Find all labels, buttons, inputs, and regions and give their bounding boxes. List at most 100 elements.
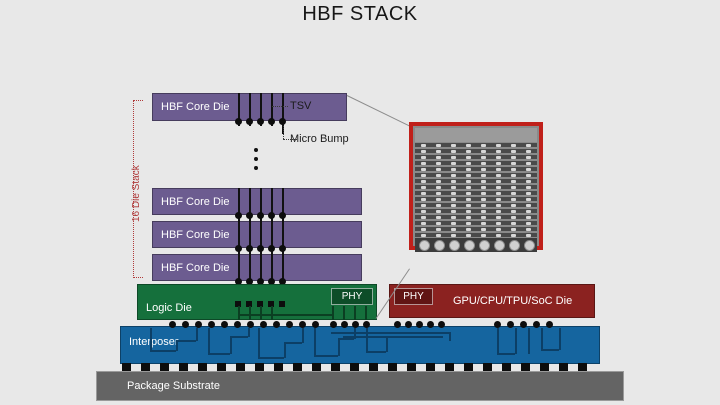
inset-micro-bump	[481, 156, 486, 159]
interposer-trace	[449, 332, 451, 341]
c4-bump	[502, 363, 511, 371]
hbf-core-die-2[interactable]: HBF Core Die	[152, 188, 362, 215]
c4-bump	[578, 363, 587, 371]
inset-die-layer	[415, 173, 537, 177]
c4-bump	[236, 363, 245, 371]
inset-micro-bump	[526, 204, 531, 207]
c4-bump	[483, 363, 492, 371]
hbf-core-die-3[interactable]: HBF Core Die	[152, 221, 362, 248]
c4-bump	[198, 363, 207, 371]
inset-micro-bump	[421, 162, 426, 165]
inset-micro-bump	[511, 216, 516, 219]
inset-micro-bump	[526, 150, 531, 153]
inset-micro-bump	[451, 162, 456, 165]
inset-micro-bump	[496, 198, 501, 201]
inset-micro-bump	[511, 228, 516, 231]
die-stack-bracket	[133, 100, 143, 278]
inset-micro-bump	[496, 192, 501, 195]
vertical-ellipsis-icon	[254, 148, 258, 152]
hbf-core-die-label: HBF Core Die	[161, 228, 230, 241]
interposer-trace	[176, 340, 178, 351]
inset-die-layer	[415, 197, 537, 201]
inset-micro-bump	[496, 180, 501, 183]
interposer-trace	[258, 357, 284, 359]
inset-micro-bump	[466, 210, 471, 213]
inset-micro-bump	[511, 186, 516, 189]
inset-micro-bump	[496, 186, 501, 189]
die-stack-cross-section-inset[interactable]	[409, 122, 543, 252]
inset-micro-bump	[436, 204, 441, 207]
inset-micro-bump	[496, 234, 501, 237]
inset-micro-bump	[436, 156, 441, 159]
tsv-pad	[268, 301, 274, 307]
inset-micro-bump	[511, 174, 516, 177]
micro-bump	[352, 321, 359, 328]
package-substrate[interactable]: Package Substrate	[96, 371, 624, 401]
interposer-trace	[343, 336, 443, 338]
interposer-trace	[559, 328, 561, 350]
interposer-trace	[150, 350, 176, 352]
c4-bump	[312, 363, 321, 371]
inset-die-layer	[415, 155, 537, 159]
inset-micro-bump	[526, 228, 531, 231]
inset-micro-bump	[466, 198, 471, 201]
interposer-trace	[338, 338, 354, 340]
vertical-ellipsis-icon	[254, 157, 258, 161]
inset-die-layer	[415, 167, 537, 171]
soc-die-label: GPU/CPU/TPU/SoC Die	[453, 295, 573, 307]
c4-bump	[521, 363, 530, 371]
micro-bump	[394, 321, 401, 328]
inset-micro-bump	[436, 216, 441, 219]
inset-micro-bump	[481, 222, 486, 225]
micro-bump	[533, 321, 540, 328]
inset-die-layer	[415, 233, 537, 237]
micro-bump	[299, 321, 306, 328]
inset-micro-bump	[421, 210, 426, 213]
inset-micro-bump	[421, 144, 426, 147]
interposer-trace	[196, 328, 198, 341]
hbf-core-die-4[interactable]: HBF Core Die	[152, 254, 362, 281]
logic-die-phy-block[interactable]: PHY	[331, 288, 373, 305]
inset-micro-bump	[511, 210, 516, 213]
tsv-pad	[279, 301, 285, 307]
inset-base-layer	[415, 238, 537, 252]
inset-micro-bump	[466, 228, 471, 231]
micro-bump	[268, 212, 275, 219]
micro-bump	[257, 278, 264, 285]
micro-bump	[246, 118, 253, 125]
inset-die-layer	[415, 215, 537, 219]
inset-micro-bump	[511, 180, 516, 183]
inset-micro-bump	[496, 210, 501, 213]
micro-bump	[405, 321, 412, 328]
inset-micro-bump	[466, 162, 471, 165]
micro-bump	[234, 321, 241, 328]
c4-bump	[122, 363, 131, 371]
micro-bump	[312, 321, 319, 328]
inset-micro-bump	[421, 156, 426, 159]
inset-micro-bump	[511, 156, 516, 159]
micro-bump	[257, 212, 264, 219]
inset-micro-bump	[496, 204, 501, 207]
inset-die-layer	[415, 143, 537, 147]
inset-micro-bump	[481, 186, 486, 189]
interposer-trace	[230, 336, 232, 354]
inset-micro-bump	[526, 186, 531, 189]
micro-bump	[341, 321, 348, 328]
inset-micro-bump	[436, 222, 441, 225]
inset-micro-bump	[526, 192, 531, 195]
hbf-core-die-label: HBF Core Die	[161, 195, 230, 208]
interposer-trace	[338, 338, 340, 356]
tsv-pad	[246, 301, 252, 307]
soc-die-phy-block[interactable]: PHY	[394, 288, 433, 305]
inset-micro-bump	[511, 204, 516, 207]
tsv-line	[260, 93, 262, 126]
inset-micro-bump	[436, 180, 441, 183]
interposer-trace	[366, 351, 386, 353]
micro-bump	[268, 118, 275, 125]
inset-micro-bump	[481, 228, 486, 231]
inset-die-layer	[415, 209, 537, 213]
inset-micro-bump	[481, 168, 486, 171]
inset-micro-bump	[451, 222, 456, 225]
micro-bump	[279, 278, 286, 285]
